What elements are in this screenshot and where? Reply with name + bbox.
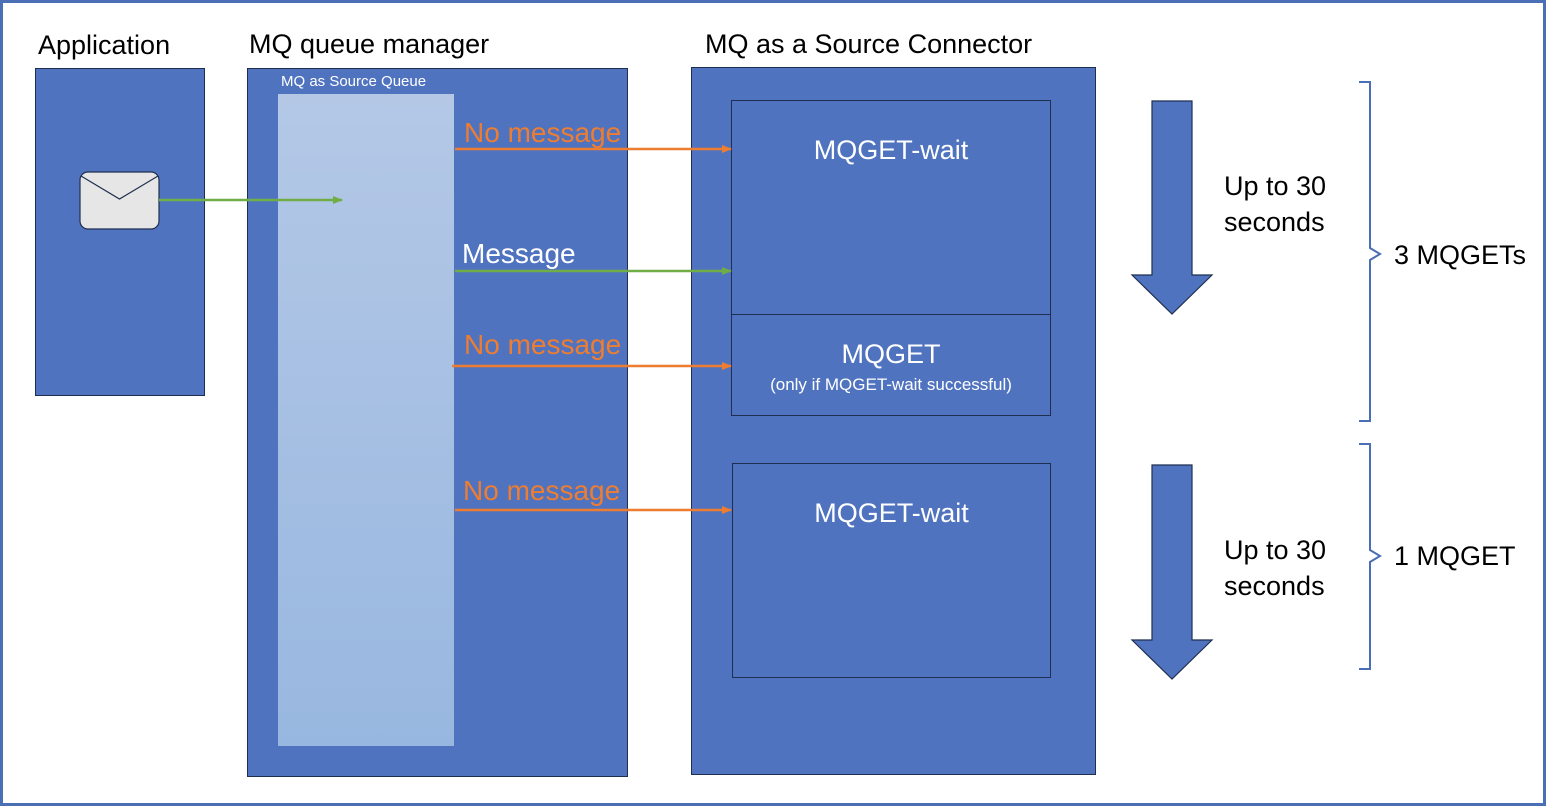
source-queue xyxy=(278,94,454,746)
timing-top-line2: seconds xyxy=(1224,207,1325,237)
count-label-bottom: 1 MQGET xyxy=(1394,541,1516,571)
mqget-block: MQGET (only if MQGET-wait successful) xyxy=(731,314,1051,416)
source-queue-label: MQ as Source Queue xyxy=(281,73,427,90)
timing-top-line1: Up to 30 xyxy=(1224,171,1327,201)
count-label-top: 3 MQGETs xyxy=(1394,240,1527,270)
mqget-wait-label-1: MQGET-wait xyxy=(813,135,969,165)
no-message-label-1: No message xyxy=(464,117,622,148)
mqget-wait-label-2: MQGET-wait xyxy=(814,498,969,528)
timing-bottom-line1: Up to 30 xyxy=(1224,535,1327,565)
mqget-wait-block-1: MQGET-wait xyxy=(731,100,1051,315)
queue-manager-header: MQ queue manager xyxy=(249,29,490,59)
application-box xyxy=(35,68,205,396)
no-message-label-3: No message xyxy=(463,475,621,506)
mqget-label: MQGET xyxy=(841,339,941,369)
no-message-label-2: No message xyxy=(464,329,622,360)
message-label: Message xyxy=(462,238,576,269)
mqget-wait-block-2: MQGET-wait xyxy=(732,463,1051,678)
timing-bottom-line2: seconds xyxy=(1224,571,1325,601)
timing-label-top: Up to 30 seconds xyxy=(1224,168,1326,240)
connector-header: MQ as a Source Connector xyxy=(705,29,1033,59)
mqget-note: (only if MQGET-wait successful) xyxy=(770,375,1012,394)
timing-label-bottom: Up to 30 seconds xyxy=(1224,532,1326,604)
application-header: Application xyxy=(38,30,171,60)
